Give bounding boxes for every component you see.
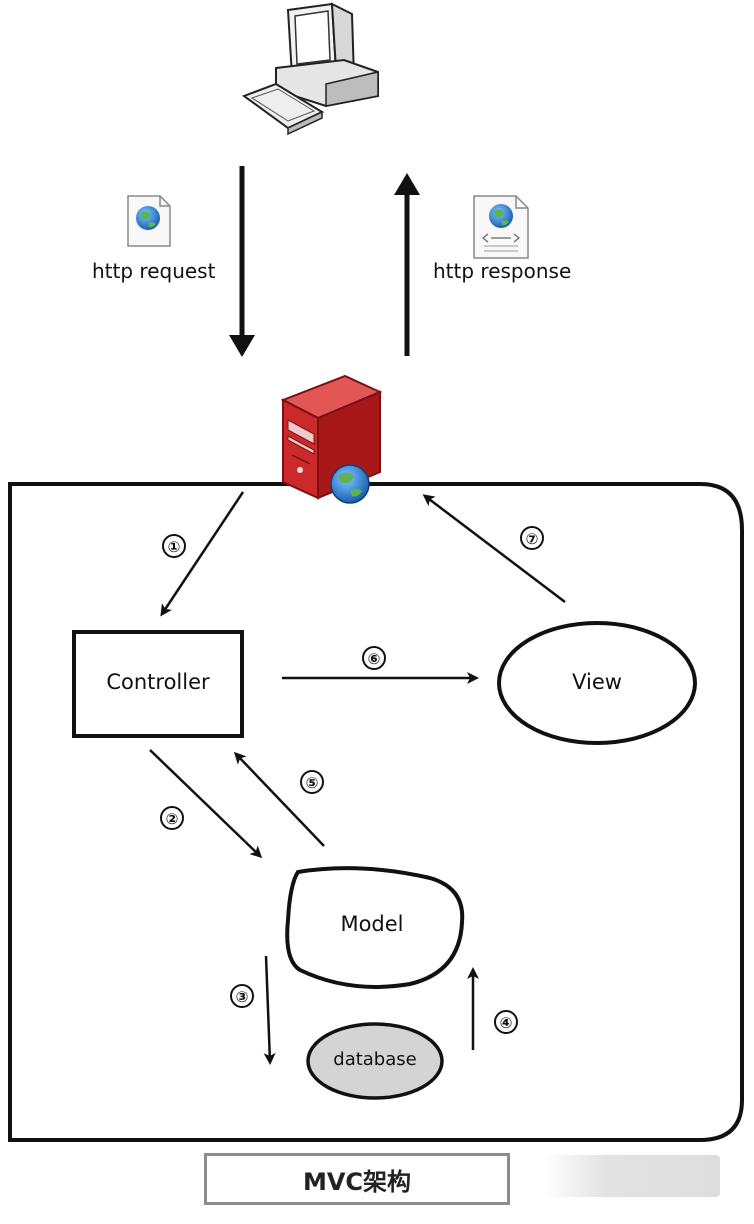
database-label: database [333,1049,417,1070]
model-label: Model [340,912,404,936]
step-marker-2: ② [160,806,184,830]
server-icon [280,374,383,500]
web-page-icon [127,195,171,247]
step-marker-4: ④ [494,1010,518,1034]
database-ellipse [306,1022,444,1100]
request-label: http request [92,259,216,283]
diagram-caption: MVC架构 [204,1153,510,1205]
step-marker-6: ⑥ [362,646,386,670]
web-page-icon [473,195,529,259]
caption-text: MVC架构 [302,1167,412,1196]
arrow-step-3 [263,955,276,1065]
controller-box [72,630,244,738]
globe-icon [330,464,370,504]
arrow-step-1 [160,491,245,617]
step-marker-7: ⑦ [520,526,544,550]
step-marker-5: ⑤ [300,770,324,794]
controller-label: Controller [106,670,210,694]
arrow-step-2 [149,749,263,859]
model-blob [285,866,465,989]
watermark-blur [545,1155,720,1197]
view-ellipse [497,621,697,745]
arrow-step-7 [422,494,566,603]
arrow-step-5 [233,751,325,847]
view-label: View [572,670,622,694]
step-marker-1: ① [162,534,186,558]
desktop-computer-icon [241,2,379,136]
response-label: http response [433,259,572,283]
mvc-container [8,482,744,1142]
step-marker-3: ③ [230,984,254,1008]
